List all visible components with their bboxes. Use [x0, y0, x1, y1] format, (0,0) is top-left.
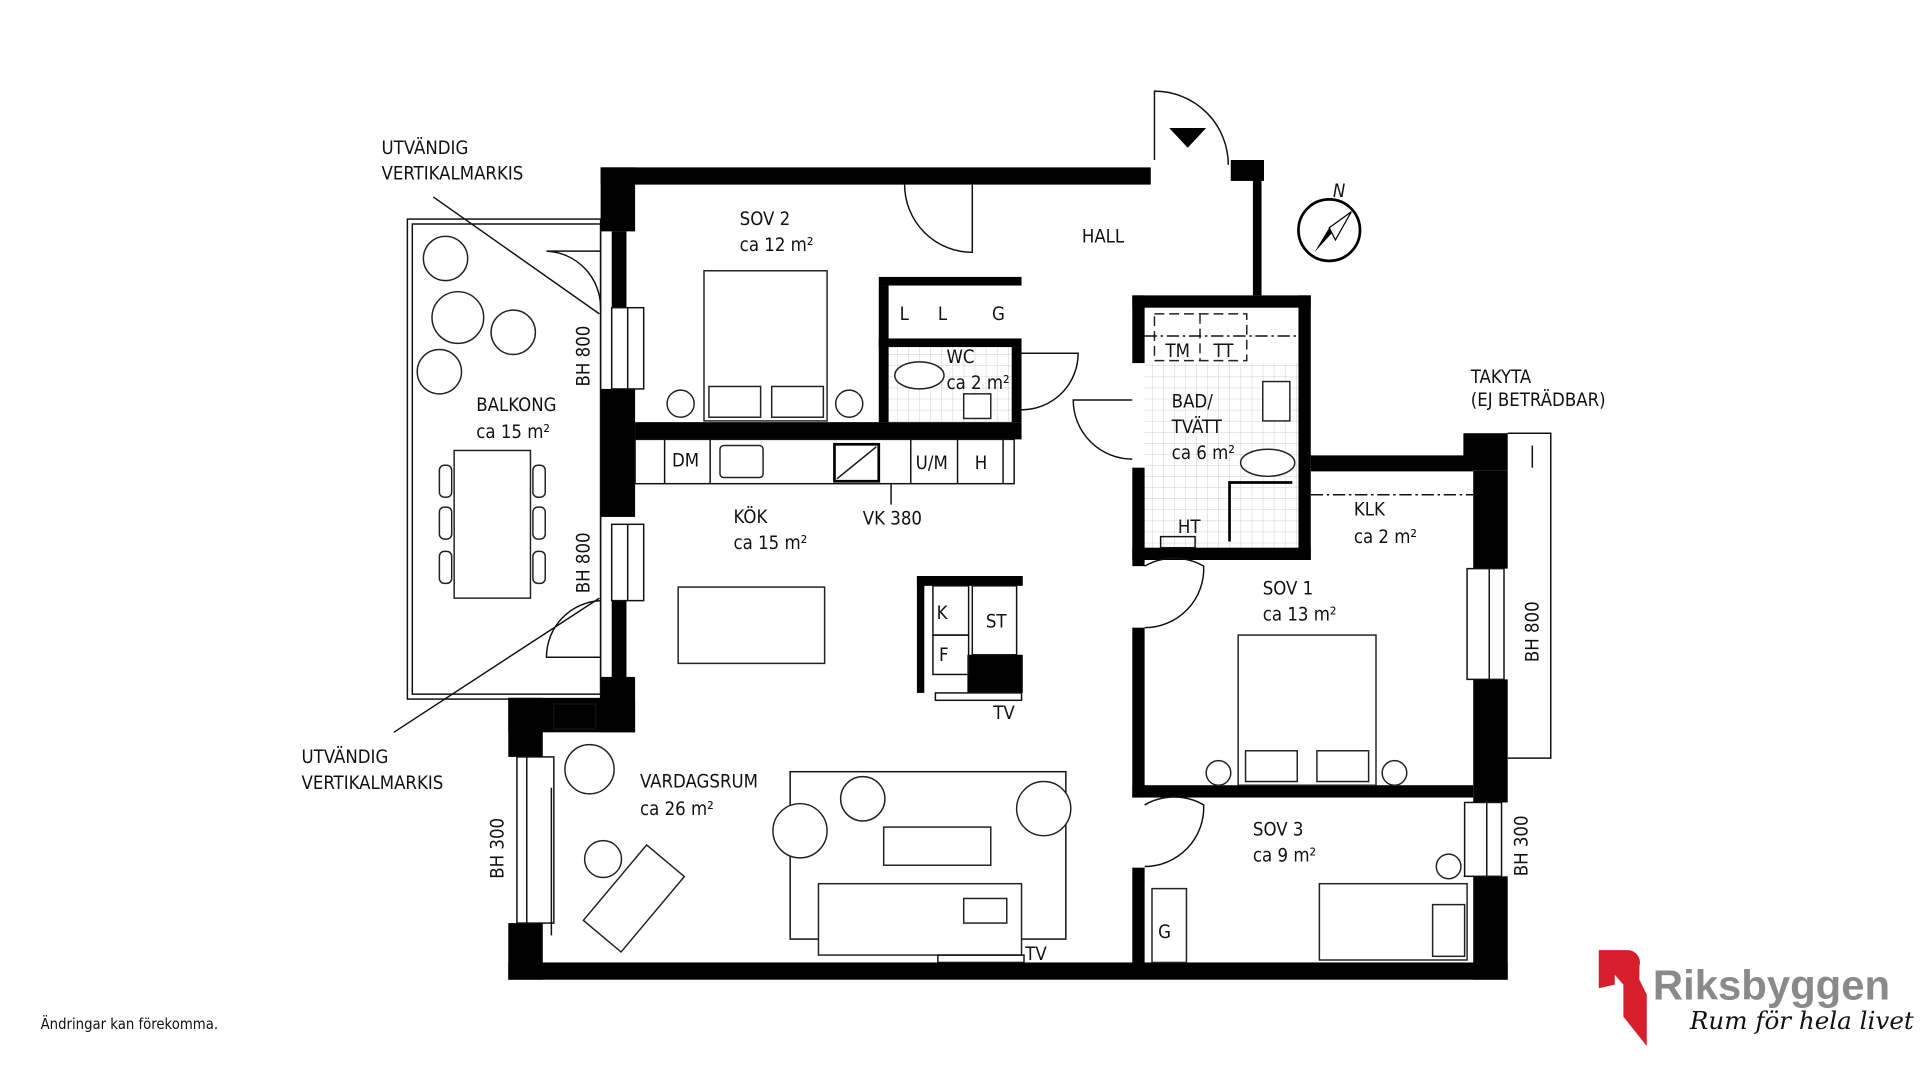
- kok-area: ca 15 m²: [734, 533, 808, 554]
- kok-name: KÖK: [734, 506, 769, 528]
- wc-name: WC: [946, 347, 974, 368]
- takyta-label-1: TAKYTA: [1470, 367, 1532, 388]
- markis-bottom-label-1: UTVÄNDIG: [302, 747, 389, 768]
- fixture-dm: DM: [672, 450, 699, 471]
- riksbyggen-logo: Riksbyggen Rum för hela livet: [1598, 950, 1914, 1047]
- markis-top-label-2: VERTIKALMARKIS: [382, 164, 524, 185]
- fixture-vk: VK 380: [863, 508, 922, 529]
- markis-bottom-label-2: VERTIKALMARKIS: [302, 773, 444, 794]
- bad-area: ca 6 m²: [1172, 443, 1235, 464]
- walls: [508, 160, 1508, 980]
- north-compass-icon: [1297, 198, 1362, 263]
- logo-tagline: Rum för hela livet: [1689, 1006, 1914, 1035]
- fixture-st: ST: [986, 612, 1008, 633]
- markis-top-label-1: UTVÄNDIG: [382, 138, 469, 159]
- sov2-name: SOV 2: [740, 209, 790, 230]
- disclaimer: Ändringar kan förekomma.: [41, 1015, 218, 1033]
- fixture-h: H: [975, 453, 988, 474]
- sov1-area: ca 13 m²: [1263, 604, 1337, 625]
- fixture-tt: TT: [1213, 341, 1235, 362]
- balkong-name: BALKONG: [476, 395, 556, 416]
- fixture-k: K: [937, 603, 949, 624]
- fixture-f: F: [939, 645, 949, 666]
- balcony: [406, 218, 602, 700]
- klk-area: ca 2 m²: [1354, 527, 1417, 548]
- fixture-tv-living: TV: [1024, 944, 1047, 965]
- fixture-g2: G: [1158, 922, 1171, 943]
- bh-living: BH 300: [487, 818, 508, 879]
- balkong-area: ca 15 m²: [476, 422, 550, 443]
- vardagsrum-area: ca 26 m²: [640, 799, 714, 820]
- sov2-area: ca 12 m²: [740, 235, 814, 256]
- bad-name-1: BAD/: [1172, 391, 1214, 412]
- fixture-ht: HT: [1178, 517, 1201, 538]
- sov3-name: SOV 3: [1253, 820, 1303, 841]
- kitchen-counter: [634, 438, 1015, 505]
- entrance-arrow-icon: [1169, 128, 1207, 148]
- klk-name: KLK: [1354, 500, 1386, 521]
- vardagsrum-name: VARDAGSRUM: [640, 772, 758, 793]
- furniture: [564, 270, 1552, 964]
- windows: [516, 306, 1505, 924]
- fixture-g1: G: [992, 304, 1005, 325]
- wc-area: ca 2 m²: [946, 373, 1009, 394]
- fixture-tm: TM: [1165, 341, 1190, 362]
- leader-lines: [393, 196, 600, 936]
- fixture-l1: L: [900, 304, 910, 325]
- fixture-tv-kitchen: TV: [992, 703, 1015, 724]
- north-label: N: [1333, 181, 1345, 202]
- fixture-um: U/M: [916, 453, 948, 474]
- bh-balcony-bottom: BH 800: [574, 532, 595, 593]
- takyta-label-2: (EJ BETRÄDBAR): [1471, 390, 1606, 411]
- hall-name: HALL: [1082, 226, 1125, 247]
- sov1-name: SOV 1: [1263, 578, 1313, 599]
- bh-balcony-top: BH 800: [574, 326, 595, 387]
- sov3-area: ca 9 m²: [1253, 846, 1316, 867]
- logo-brand: Riksbyggen: [1653, 961, 1890, 1008]
- fixture-l2: L: [938, 304, 948, 325]
- bh-sov3: BH 300: [1511, 815, 1532, 876]
- doors: [545, 90, 1230, 868]
- bh-sov1: BH 800: [1522, 601, 1543, 662]
- bad-name-2: TVÄTT: [1171, 417, 1223, 438]
